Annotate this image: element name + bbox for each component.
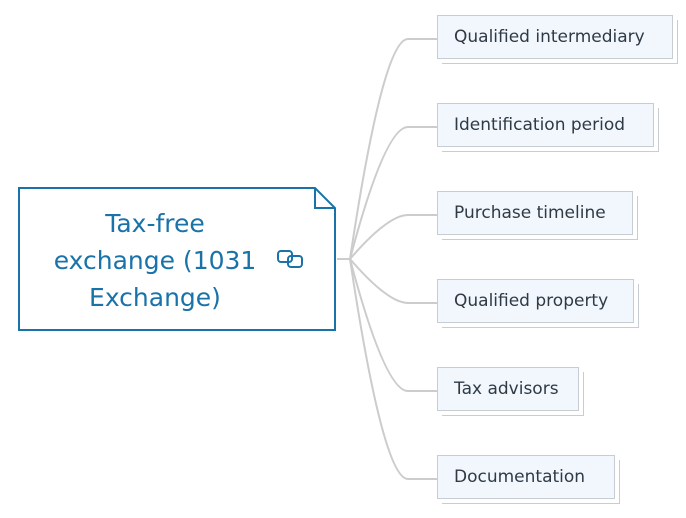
root-label-line: Exchange) [89, 283, 221, 312]
child-node-purchase-timeline[interactable]: Purchase timeline [437, 191, 633, 235]
child-node-label: Qualified intermediary [454, 27, 645, 47]
link-icon[interactable] [275, 248, 305, 270]
root-label-line: Tax-free [105, 209, 205, 238]
connector-qualified-intermediary [337, 38, 437, 260]
root-topic-label: Tax-free exchange (1031 Exchange) [48, 205, 262, 316]
root-node-frame [18, 187, 336, 331]
child-node-label: Qualified property [454, 291, 609, 311]
child-node-documentation[interactable]: Documentation [437, 455, 615, 499]
child-node-label: Identification period [454, 115, 626, 135]
child-node-label: Tax advisors [454, 379, 559, 399]
connector-identification-period [337, 126, 437, 260]
connector-tax-advisors [337, 258, 437, 392]
child-node-identification-period[interactable]: Identification period [437, 103, 654, 147]
child-node-qualified-intermediary[interactable]: Qualified intermediary [437, 15, 673, 59]
child-node-qualified-property[interactable]: Qualified property [437, 279, 634, 323]
child-node-label: Purchase timeline [454, 203, 606, 223]
root-label-line: exchange (1031 [53, 246, 257, 275]
child-node-tax-advisors[interactable]: Tax advisors [437, 367, 579, 411]
connector-documentation [337, 258, 437, 480]
root-topic-node[interactable]: Tax-free exchange (1031 Exchange) [18, 187, 336, 331]
connector-purchase-timeline [337, 214, 437, 260]
child-node-label: Documentation [454, 467, 586, 487]
